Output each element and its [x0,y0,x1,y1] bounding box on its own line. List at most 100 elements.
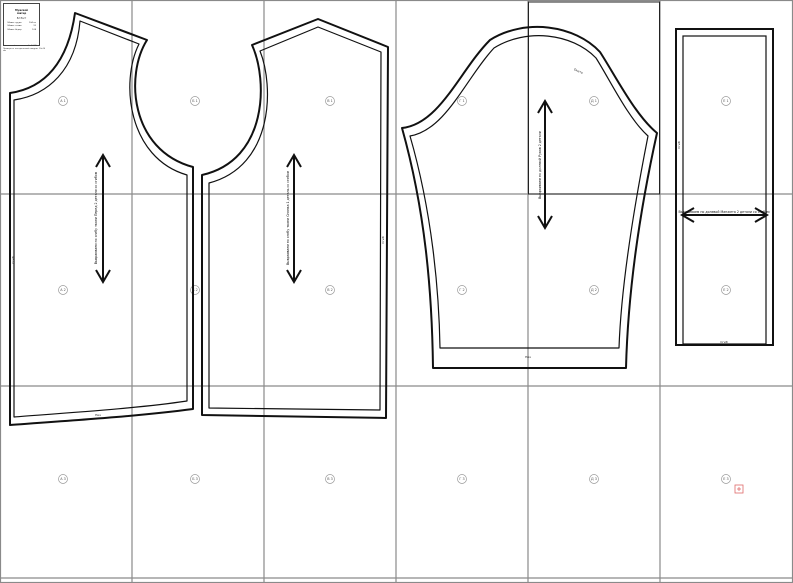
tile-label-circle [457,96,467,106]
tile-label: Б 3 [190,474,200,484]
tile-label-circle [589,474,599,484]
tile-label: Г 3 [457,474,467,484]
stamp-row: Обхват бедер 108 [4,29,39,31]
tile-label-text: Е 1 [723,99,728,103]
front-seam-line [13,20,188,418]
band-bottom-label: Сгиб [720,340,728,344]
stamp-title-line2: свитер [16,12,27,15]
tile-label: В 2 [325,285,335,295]
tile-label-circle [58,474,68,484]
stamp-title: Мужской свитер [4,9,39,15]
tile-label: Б 1 [190,96,200,106]
front-grain-text: Выкраиваем по сгибу ткани Перед 2 детали… [94,171,98,264]
stamp-row-label: Обхват талии [7,25,22,27]
tile-label-circle [721,285,731,295]
tile-label-circle [190,96,200,106]
tile-label-circle [457,285,467,295]
tile-label-text: Б 1 [192,99,198,103]
back-grain-arrow [286,153,302,284]
front-piece [9,12,194,426]
tile-label: А 3 [58,474,68,484]
tile-label-circle [325,96,335,106]
tile-label-circle [721,96,731,106]
print-note: Распечатайте в масштабе 100% Проверьте к… [3,45,46,53]
tile-label-circle [190,474,200,484]
tile-label-text: Д 3 [591,477,597,481]
tile-label-circle [721,474,731,484]
band-side-label: Сгиб [677,141,681,149]
tile-label: Е 3 [721,474,731,484]
sleeve-hem-label: Низ [525,355,531,359]
tile-label-text: Г 1 [459,99,464,103]
sleeve-grain-arrow [537,99,553,230]
tile-label: В 1 [325,96,335,106]
back-piece [201,18,389,419]
tile-label-circle [457,474,467,484]
front-side-label: Сгиб [11,256,15,264]
tile-label-text: А 1 [60,99,66,103]
sleeve-piece [401,25,658,369]
tile-label-text: Г 2 [459,288,464,292]
tile-label: Е 1 [721,96,731,106]
back-grain-text: Выкраиваем по сгибу ткани Спинка 1 детал… [286,170,290,265]
tile-label-circle [325,474,335,484]
stamp-title-line1: Мужской [15,9,28,12]
tile-label-text: В 2 [327,288,333,292]
title-stamp: Мужской свитер 52 Рост Обхват груди 104 … [3,3,40,46]
tile-label-circle [58,96,68,106]
tile-label: В 3 [325,474,335,484]
tile-label: Б 2 [190,285,200,295]
grain-arrows [95,99,769,284]
tile-label: Д 3 [589,474,599,484]
front-cut-line [9,12,194,426]
tile-label-text: Б 3 [192,477,198,481]
tile-label: Е 2 [721,285,731,295]
tile-label-text: Г 3 [459,477,464,481]
sleeve-seam-line [409,35,649,349]
band-piece [675,28,774,346]
sleeve-cap-label: Оката [573,67,584,75]
tile-label-text: Д 2 [591,288,597,292]
stamp-row: Обхват талии 92 [4,25,39,27]
tile-label: Д 2 [589,285,599,295]
tile-labels: А 1 Б 1 В 1 Г 1 Д 1 Е 1 А 2 Б 2 В 2 Г 2 Д 2 Е 2 А 3 Б… [58,96,731,484]
tile-label-text: В 3 [327,477,333,481]
back-cut-line [201,18,389,419]
tile-label-circle [589,96,599,106]
alignment-marker [734,484,744,494]
band-grain-arrow [680,207,769,223]
tile-label-circle [58,285,68,295]
band-cut-line [675,28,774,346]
stamp-row-value: 104 см [28,21,36,24]
back-seam-line [208,26,382,411]
tile-label: Г 2 [457,285,467,295]
stamp-size: 52 Рост [16,17,27,20]
tile-highlight [528,1,660,195]
tile-label-text: А 2 [60,288,66,292]
band-seam-line [682,35,767,345]
tile-label: Г 1 [457,96,467,106]
tile-label: А 1 [58,96,68,106]
stamp-row-label: Обхват груди [7,21,22,24]
band-grain-text: Выкраиваем по долевой Манжета 2 детали с… [678,210,770,214]
stamp-row-value: 108 [32,28,36,31]
stamp-row-value: 92 [33,25,36,27]
tile-label-circle [325,285,335,295]
tile-label-text: Е 3 [723,477,728,481]
tile-label-text: Д 1 [591,99,597,103]
sleeve-cut-line [401,25,658,369]
tile-label-text: В 1 [327,99,333,103]
tile-label: А 2 [58,285,68,295]
stamp-row-label: Обхват бедер [7,28,22,31]
tile-label-text: А 3 [60,477,66,481]
back-side-label: Сгиб [381,236,385,244]
pattern-annotations: Выкраиваем по сгибу ткани Перед 2 детали… [11,67,770,417]
sleeve-grain-text: Выкраиваем по долевой Рукав 2 детали [538,131,542,199]
stamp-row: Обхват груди 104 см [4,22,39,24]
front-hem-label: Низ [95,413,101,417]
tile-label-text: Б 2 [192,288,198,292]
front-grain-arrow [95,153,111,284]
tile-label: Д 1 [589,96,599,106]
